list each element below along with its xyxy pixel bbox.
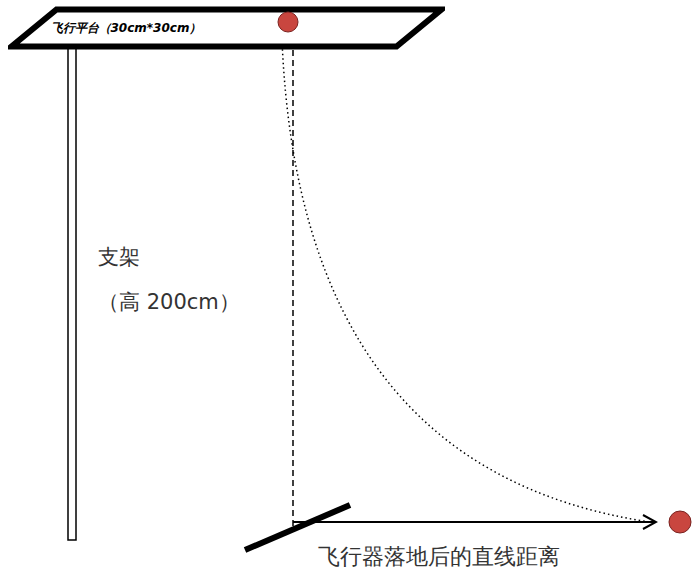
landed-craft bbox=[669, 511, 691, 533]
support-stand bbox=[68, 46, 76, 540]
drop-line bbox=[292, 30, 294, 528]
flight-path bbox=[282, 40, 650, 522]
distance-arrow bbox=[293, 521, 656, 523]
distance-label: 飞行器落地后的直线距离 bbox=[318, 542, 560, 572]
platform-border bbox=[12, 10, 442, 47]
stand-label: （高 200cm） bbox=[98, 288, 240, 316]
stand-label: 支架 bbox=[98, 243, 140, 271]
ground-marker bbox=[245, 505, 350, 550]
platform-title: 飞行平台（30cm*30cm） bbox=[51, 20, 202, 37]
flight-platform: 飞行平台（30cm*30cm） bbox=[8, 6, 445, 50]
